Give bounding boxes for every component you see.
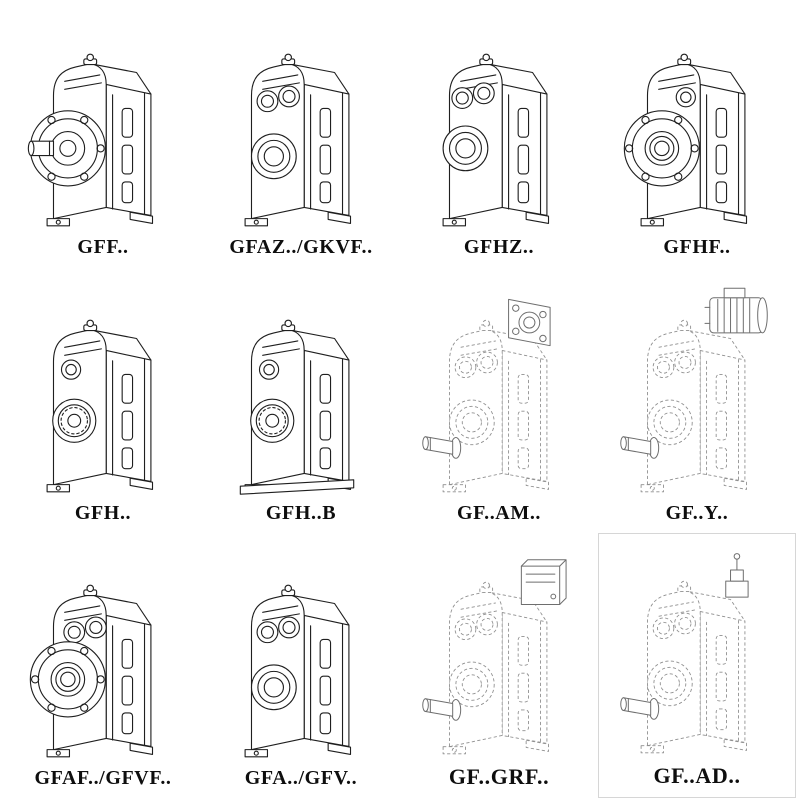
model-label: GFF..: [77, 236, 129, 259]
gearbox-input-shaft-adapter-icon: [606, 546, 788, 760]
model-label: GFHF..: [663, 236, 731, 259]
gearbox-hollow-shaft-icon: [210, 550, 392, 764]
model-label: GFAZ../GKVF..: [229, 236, 373, 259]
model-label: GFA../GFV..: [244, 767, 358, 789]
model-label: GF..AM..: [456, 501, 542, 524]
gearbox-hollow-shaft-flange-icon: [606, 19, 788, 233]
model-label: GF..Y..: [665, 501, 729, 524]
catalog-cell-gf-ad: GF..AD..: [598, 532, 796, 798]
catalog-cell-gfaz-gkvf: GFAZ../GKVF..: [202, 2, 400, 267]
catalog-cell-gfh-b: GFH..B: [202, 267, 400, 532]
catalog-cell-gfhz: GFHZ..: [400, 2, 598, 267]
gearbox-hollow-shaft-shrink-disc-icon: [408, 19, 590, 233]
gearbox-solid-shaft-flange-icon: [12, 19, 194, 233]
catalog-cell-gf-grf: GF..GRF..: [400, 533, 598, 798]
model-label: GFAF../GFVF..: [34, 767, 172, 789]
catalog-cell-gfa-gfv: GFA../GFV..: [202, 533, 400, 798]
catalog-cell-gf-y: GF..Y..: [598, 267, 796, 532]
catalog-cell-gfaf-gfvf: GFAF../GFVF..: [4, 533, 202, 798]
model-label: GF..GRF..: [448, 764, 550, 789]
catalog-cell-gff: GFF..: [4, 2, 202, 267]
model-label: GFH..: [74, 501, 132, 524]
gearbox-motor-adapter-flange-icon: [408, 285, 590, 499]
gearbox-primary-gear-unit-icon: [408, 547, 590, 761]
model-label: GF..AD..: [653, 763, 741, 788]
gearbox-foot-mounted-baseplate-icon: [210, 285, 392, 499]
catalog-cell-gfhf: GFHF..: [598, 2, 796, 267]
catalog-cell-gf-am: GF..AM..: [400, 267, 598, 532]
catalog-cell-gfh: GFH..: [4, 267, 202, 532]
gearbox-hollow-shaft-icon: [210, 19, 392, 233]
gearbox-foot-mounted-icon: [12, 285, 194, 499]
gearbox-flange-hollow-shaft-icon: [12, 550, 194, 764]
model-label: GFHZ..: [463, 236, 535, 259]
gearbox-with-motor-icon: [606, 285, 788, 499]
model-label: GFH..B: [265, 501, 337, 524]
